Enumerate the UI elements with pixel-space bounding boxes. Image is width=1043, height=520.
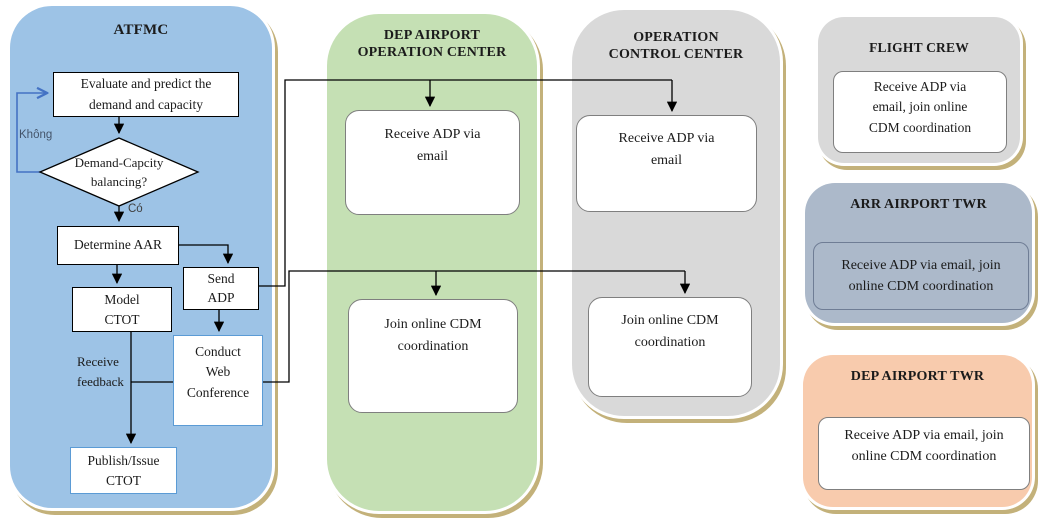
connector-cdm-bus <box>263 270 685 383</box>
node-flight-crew-body: Receive ADP via email, join online CDM c… <box>833 71 1007 153</box>
node-send-adp: Send ADP <box>183 267 259 310</box>
connector-determine-to-send-adp <box>177 244 234 265</box>
node-arr-twr-body: Receive ADP via email, join online CDM c… <box>813 242 1029 310</box>
node-conduct-web-conference: Conduct Web Conference <box>173 335 263 426</box>
node-determine-aar: Determine AAR <box>57 226 179 265</box>
node-dep-center-receive-adp: Receive ADP via email <box>345 110 520 215</box>
node-evaluate-demand-capacity: Evaluate and predict the demand and capa… <box>53 72 239 117</box>
title-dep-airport-twr: DEP AIRPORT TWR <box>850 369 985 384</box>
lane-title-atfmc: ATFMC <box>113 22 169 38</box>
decision-diamond-shape <box>38 137 200 207</box>
connector-decision-no-loop <box>16 93 46 173</box>
node-publish-issue-ctot: Publish/Issue CTOT <box>70 447 177 494</box>
node-dep-twr-body: Receive ADP via email, join online CDM c… <box>818 417 1030 490</box>
node-dep-center-join-cdm: Join online CDM coordination <box>348 299 518 413</box>
node-occ-receive-adp: Receive ADP via email <box>576 115 757 212</box>
node-model-ctot: Model CTOT <box>72 287 172 332</box>
title-arr-airport-twr: ARR AIRPORT TWR <box>850 197 987 212</box>
node-occ-join-cdm: Join online CDM coordination <box>588 297 752 397</box>
decision-demand-capacity-label: Demand-Capcity balancing? <box>74 154 164 190</box>
lane-title-operation-control-center: OPERATION CONTROL CENTER <box>608 30 744 62</box>
label-no: Không <box>19 129 53 141</box>
label-receive-feedback: Receive feedback <box>77 354 124 389</box>
lane-title-dep-airport-operation-center: DEP AIRPORT OPERATION CENTER <box>357 28 507 60</box>
title-flight-crew: FLIGHT CREW <box>869 40 969 55</box>
connector-adp-email-bus <box>257 79 672 287</box>
label-yes: Có <box>128 203 143 215</box>
